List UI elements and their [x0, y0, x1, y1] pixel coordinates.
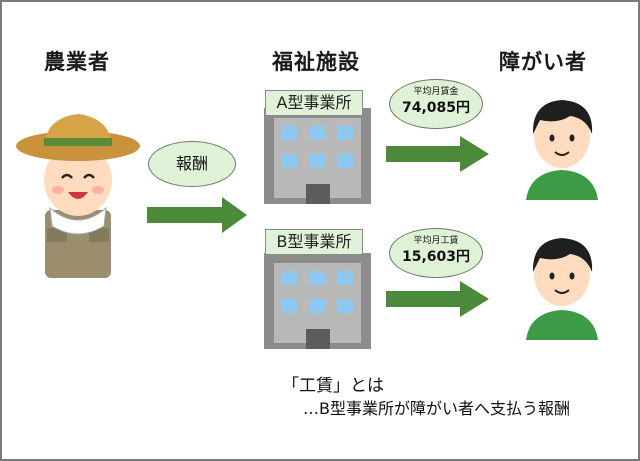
pay-b-amount: 15,603円 [401, 249, 471, 265]
wage-definition-title: 「工賃」とは [282, 376, 384, 396]
office-b-label: B型事業所 [265, 229, 363, 255]
facility-heading: 福祉施設 [272, 50, 360, 74]
pay-a-caption: 平均月賃金 [413, 87, 459, 97]
building-b [264, 253, 371, 349]
farmer-illustration [16, 114, 140, 278]
pay-b-bubble: 平均月工賃 15,603円 [389, 228, 483, 278]
arrows [147, 136, 489, 317]
building-a [264, 108, 371, 204]
office-b-arrow [386, 281, 489, 317]
remuneration-label: 報酬 [175, 154, 208, 173]
farmer-heading: 農業者 [44, 50, 110, 74]
wage-definition-text: …B型事業所が障がい者へ支払う報酬 [303, 399, 570, 418]
pay-a-bubble: 平均月賃金 74,085円 [389, 79, 483, 129]
farmer-to-facility-arrow [147, 197, 247, 233]
pay-a-amount: 74,085円 [401, 100, 471, 116]
office-a-arrow [386, 136, 489, 172]
pay-b-caption: 平均月工賃 [413, 236, 459, 246]
remuneration-bubble: 報酬 [148, 141, 236, 187]
disabled-person-illustration-b [526, 238, 598, 340]
disabled-person-heading: 障がい者 [499, 50, 587, 74]
disabled-person-illustration-a [526, 100, 598, 200]
office-a-label: A型事業所 [265, 90, 363, 116]
